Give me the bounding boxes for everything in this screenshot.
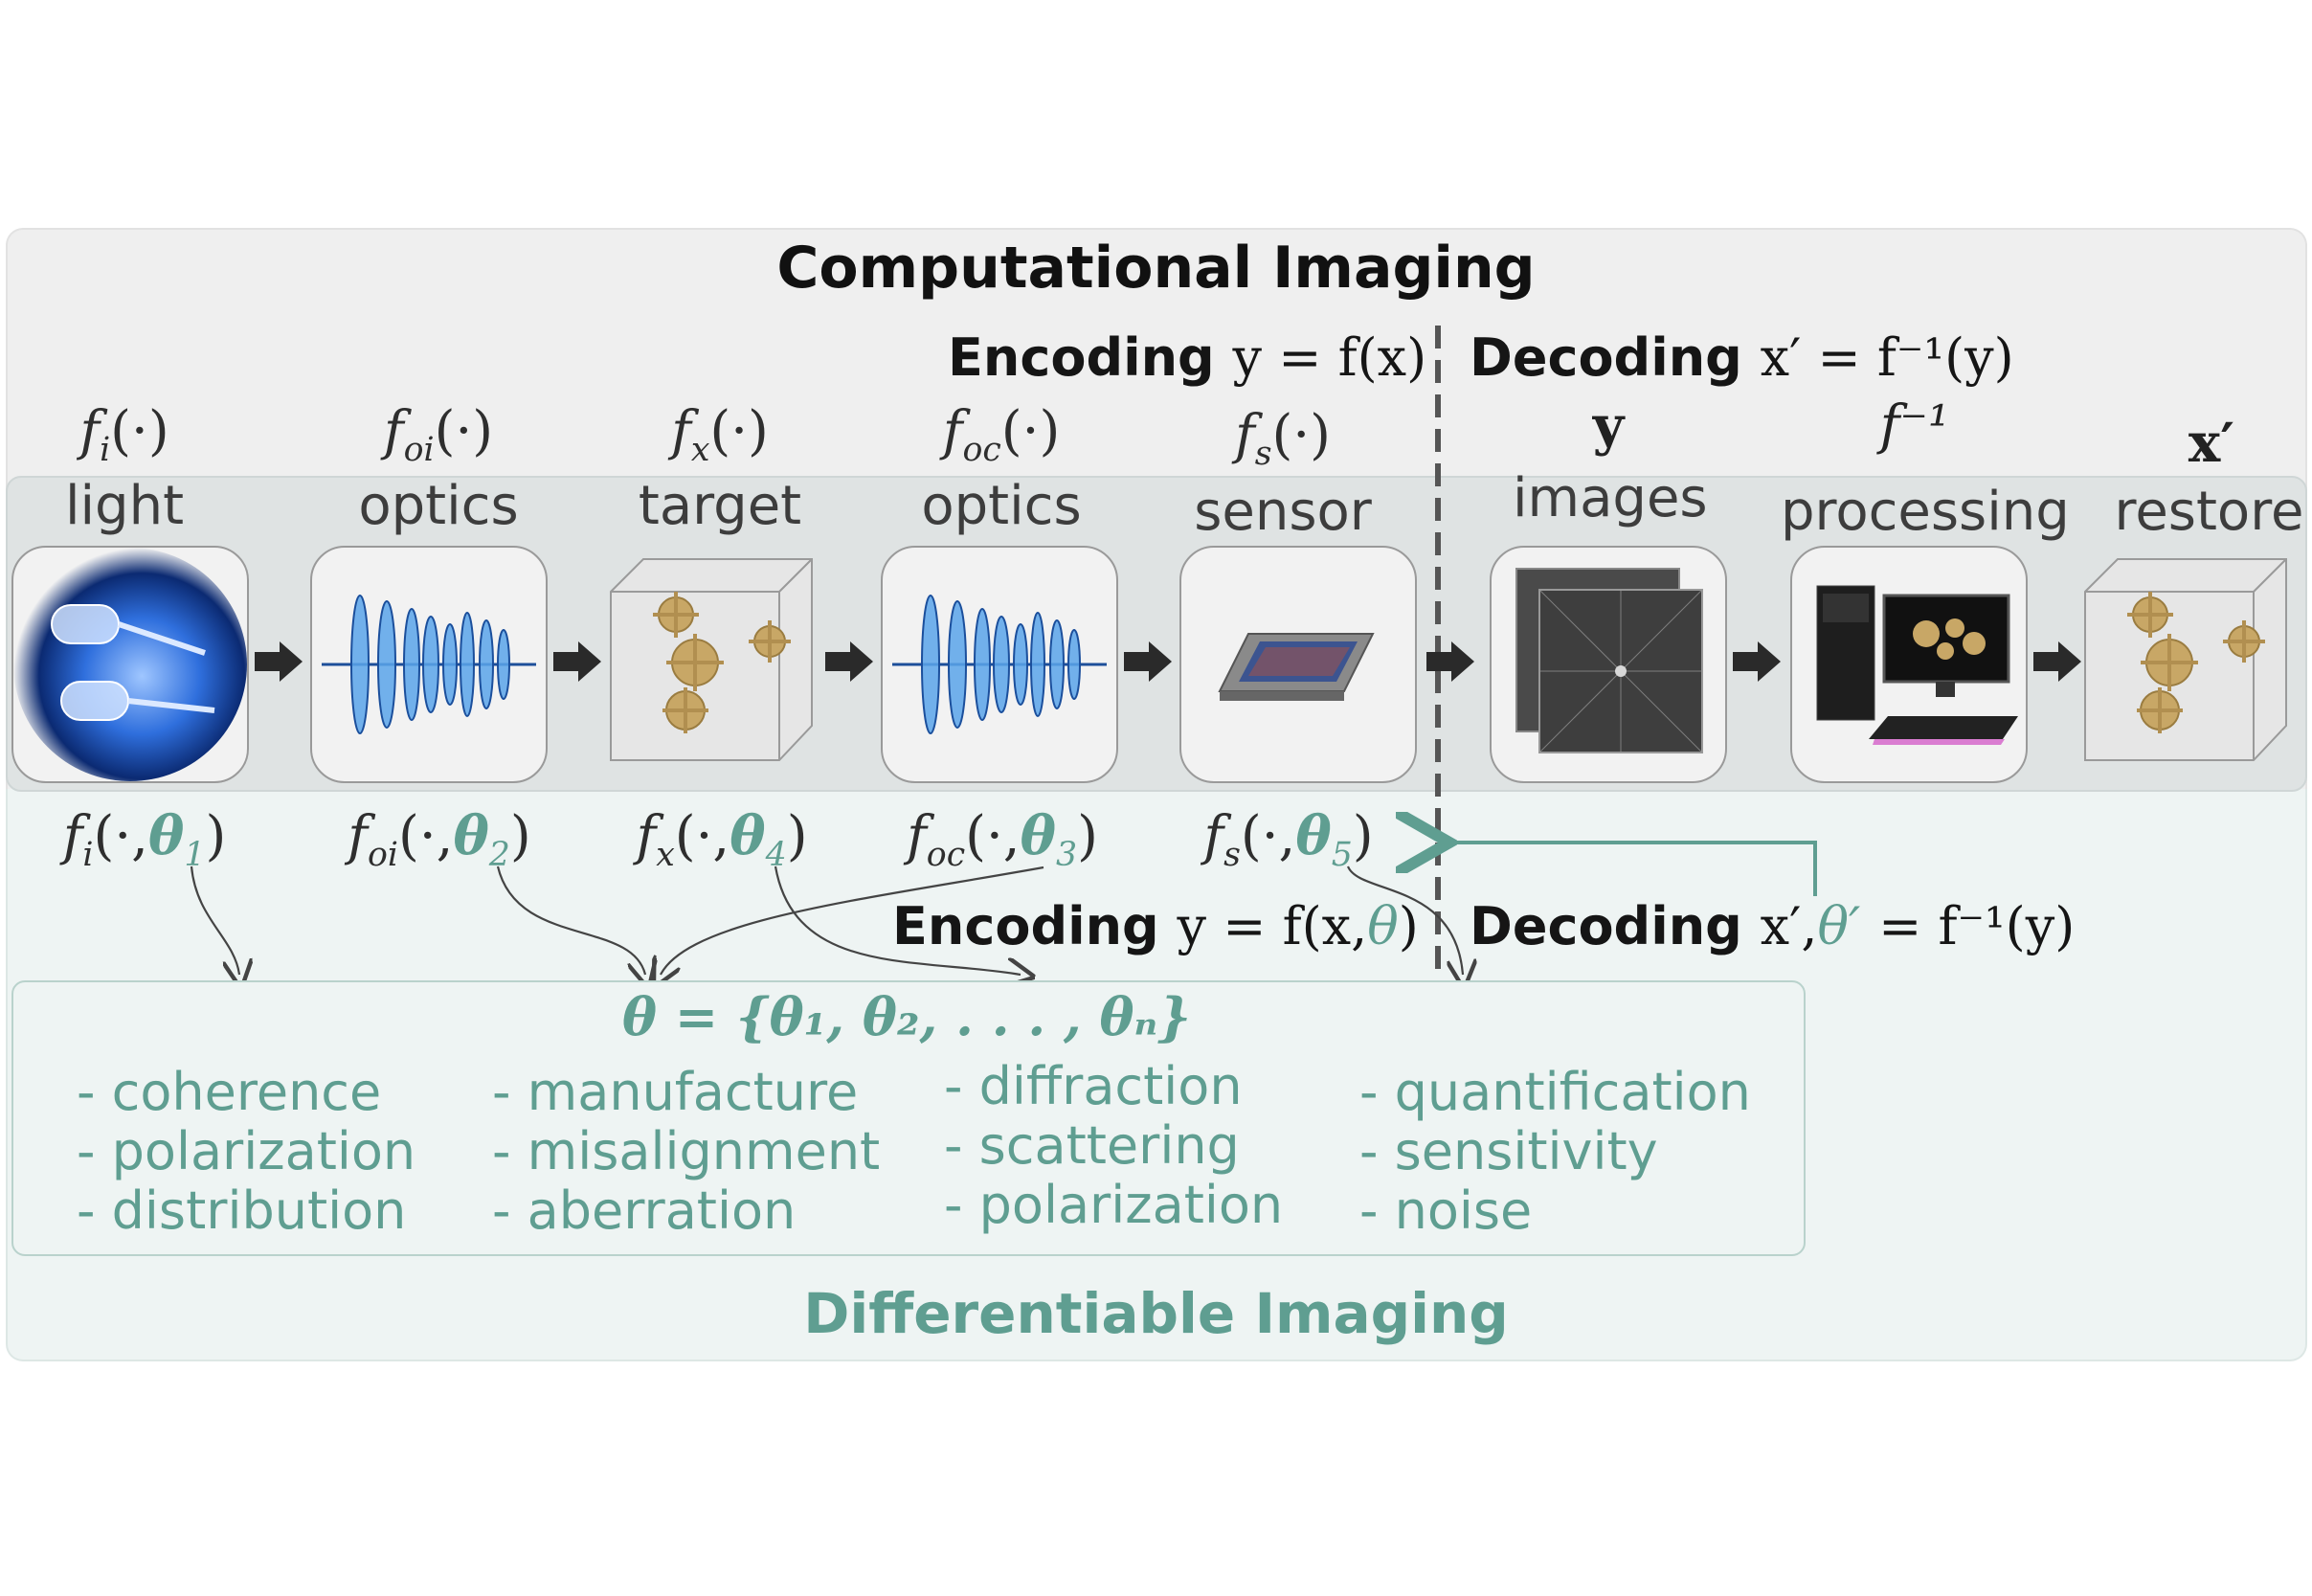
theta-set: θ = {θ₁, θ₂, . . . , θₙ}: [622, 986, 1191, 1047]
param-list-light: - coherence - polarization - distributio…: [77, 1063, 415, 1241]
encoding-eq-part: y = f(x,: [1177, 896, 1368, 956]
arrow-light-to-optics: [255, 641, 303, 682]
captured-images: [1490, 546, 1727, 783]
arrow-optics-to-target: [553, 641, 601, 682]
param-diffraction: - diffraction: [944, 1056, 1243, 1116]
param-distribution: - distribution: [77, 1180, 407, 1241]
restored-target-image: [2083, 557, 2288, 762]
decode-label-processing: processing: [1781, 481, 2070, 543]
decoding-equation: x′ = f⁻¹(y): [1760, 327, 2014, 388]
decode-symbol-xprime: x′: [2188, 412, 2235, 475]
param-coherence: - coherence: [77, 1062, 382, 1122]
processing-computer-image: [1790, 546, 2028, 783]
param-list-target: - diffraction - scattering - polarizatio…: [944, 1057, 1283, 1235]
stage-label-optics-input: optics: [358, 475, 519, 537]
param-fn-target: fx(·,θ4): [636, 804, 808, 875]
param-misalignment: - misalignment: [492, 1121, 881, 1181]
stage-fn-sensor: fs(·): [1234, 404, 1332, 474]
decode-symbol-y: y: [1592, 394, 1625, 458]
stage-fn-target: fx(·): [671, 400, 769, 470]
encoding-header-bottom: Encoding y = f(x,θ): [892, 896, 1419, 956]
decoding-word: Decoding: [1470, 327, 1742, 388]
decoding-header-top: Decoding x′ = f⁻¹(y): [1470, 327, 2014, 388]
decoding-eq-part: x′,: [1760, 896, 1818, 956]
param-polarization-target: - polarization: [944, 1175, 1284, 1235]
param-polarization-light: - polarization: [77, 1121, 416, 1181]
encoding-word: Encoding: [948, 327, 1215, 388]
decoding-word-bottom: Decoding: [1470, 896, 1742, 956]
encoding-theta: θ: [1367, 896, 1399, 956]
encode-decode-divider: [1435, 326, 1441, 977]
light-source-image: [11, 546, 249, 783]
stage-fn-light: fi(·): [79, 400, 169, 470]
target-image: [609, 557, 814, 762]
stage-label-target: target: [638, 475, 802, 537]
arrow-target-to-optics: [825, 641, 873, 682]
encoding-header-top: Encoding y = f(x): [948, 327, 1426, 388]
arrow-processing-to-restore: [2033, 641, 2081, 682]
decoding-header-bottom: Decoding x′,θ′ = f⁻¹(y): [1470, 896, 2075, 956]
param-fn-sensor: fs(·,θ5): [1203, 804, 1374, 875]
stage-label-optics-camera: optics: [921, 475, 1082, 537]
param-aberration: - aberration: [492, 1180, 797, 1241]
decoding-eq-rest: = f⁻¹(y): [1878, 896, 2076, 956]
parameter-box: [11, 980, 1806, 1256]
param-noise: - noise: [1359, 1180, 1533, 1241]
stage-fn-optics-camera: foc(·): [942, 400, 1061, 470]
stage-fn-optics-input: foi(·): [383, 400, 494, 470]
differentiable-imaging-title: Differentiable Imaging: [803, 1281, 1509, 1346]
param-scattering: - scattering: [944, 1115, 1240, 1176]
encoding-word-bottom: Encoding: [892, 896, 1159, 956]
param-list-optics: - manufacture - misalignment - aberratio…: [492, 1063, 880, 1241]
decoding-theta: θ′: [1817, 896, 1861, 956]
param-sensitivity: - sensitivity: [1359, 1121, 1658, 1181]
arrow-images-to-processing: [1733, 641, 1781, 682]
computational-imaging-title: Computational Imaging: [776, 235, 1536, 302]
stage-label-light: light: [64, 475, 185, 537]
param-fn-optics-input: foi(·,θ2): [348, 804, 531, 875]
decode-label-images: images: [1513, 467, 1708, 529]
optics-input-image: [310, 546, 548, 783]
param-manufacture: - manufacture: [492, 1062, 859, 1122]
param-fn-light: fi(·,θ1): [62, 804, 227, 875]
optics-camera-image: [881, 546, 1118, 783]
decode-symbol-inverse: f⁻¹: [1879, 394, 1950, 457]
param-quantification: - quantification: [1359, 1062, 1751, 1122]
arrow-optics-to-sensor: [1124, 641, 1172, 682]
decode-label-restore: restore: [2114, 481, 2304, 543]
encoding-equation: y = f(x): [1232, 327, 1427, 388]
sensor-image: [1179, 546, 1417, 783]
param-fn-optics-camera: foc(·,θ3): [907, 804, 1098, 875]
arrow-sensor-to-images: [1426, 641, 1474, 682]
param-list-sensor: - quantification - sensitivity - noise: [1359, 1063, 1751, 1241]
stage-label-sensor: sensor: [1194, 481, 1372, 543]
encoding-eq-close: ): [1398, 896, 1419, 956]
